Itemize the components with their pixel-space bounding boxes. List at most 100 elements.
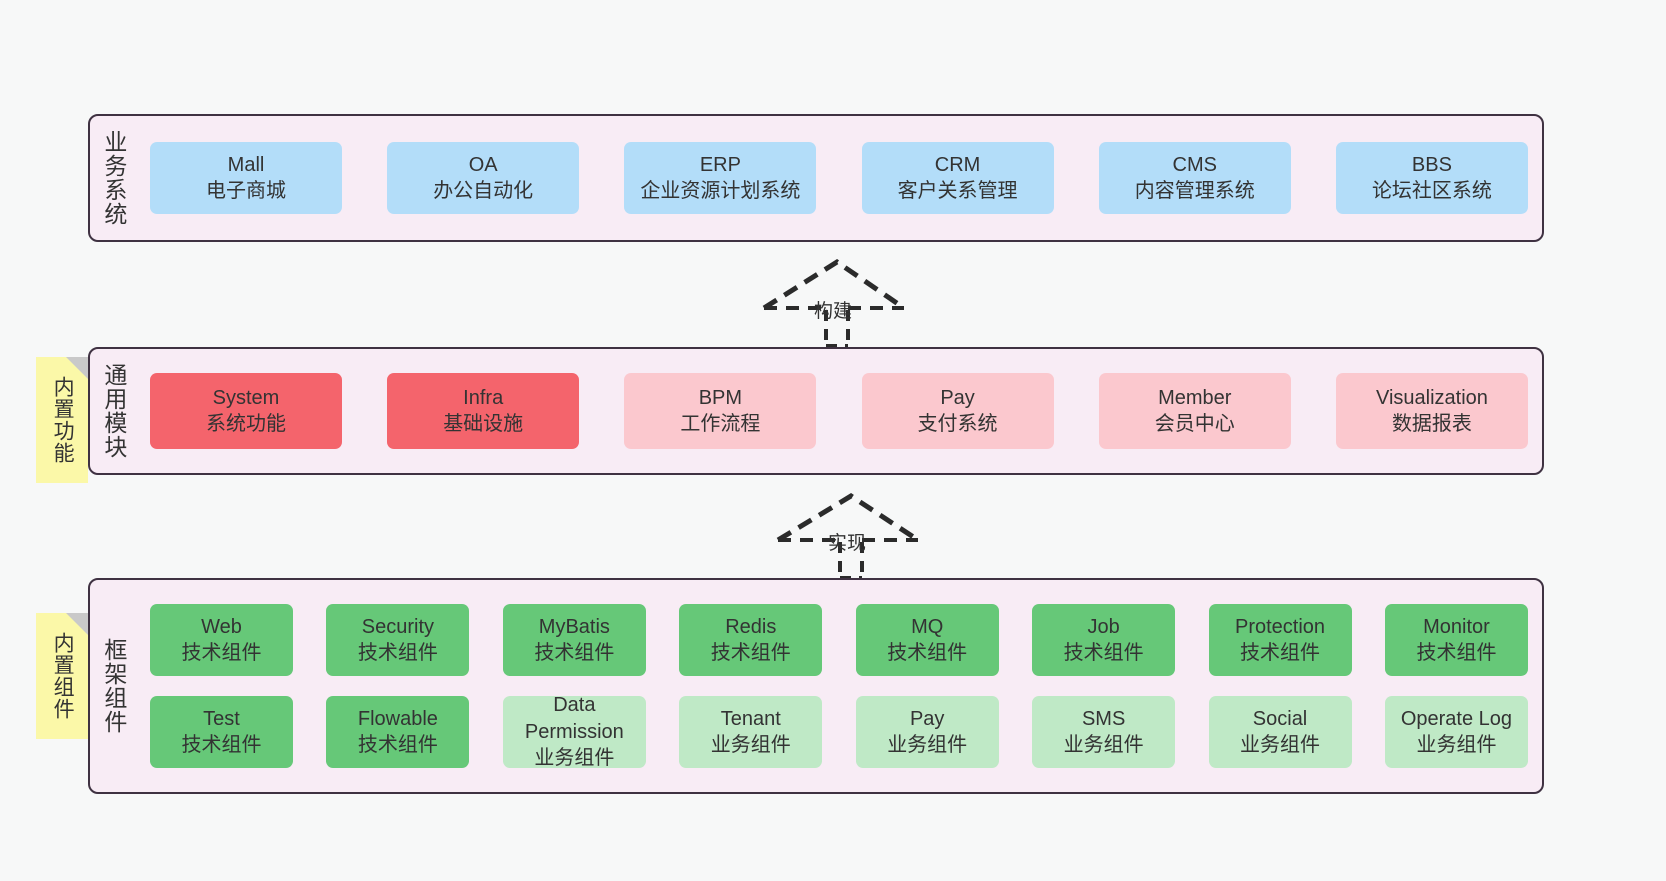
card-subtitle: 技术组件: [710, 642, 791, 664]
layer-framework-title: 框架组件: [100, 638, 127, 734]
card-subtitle: 业务组件: [1416, 734, 1497, 756]
layer-module-title: 通用模块: [100, 363, 127, 459]
card-title: Member: [1158, 386, 1232, 409]
connector-implement: 实现: [770, 492, 920, 580]
card-title: Visualization: [1375, 386, 1488, 409]
card-redis[interactable]: Redis 技术组件: [679, 604, 823, 676]
card-title: MQ: [911, 615, 944, 638]
card-web[interactable]: Web 技术组件: [150, 604, 293, 676]
card-subtitle: 工作流程: [680, 413, 761, 435]
card-social[interactable]: Social 业务组件: [1208, 696, 1352, 768]
card-bbs[interactable]: BBS 论坛社区系统: [1335, 142, 1528, 214]
card-subtitle: 论坛社区系统: [1371, 180, 1492, 202]
card-mybatis[interactable]: MyBatis 技术组件: [502, 604, 646, 676]
connector-build: 构建: [756, 258, 906, 348]
card-title: MyBatis: [538, 615, 610, 638]
card-title: Pay: [909, 707, 945, 730]
note-builtin-components: 内置组件: [36, 613, 88, 739]
card-title: Operate Log: [1400, 707, 1513, 730]
card-subtitle: 企业资源计划系统: [640, 180, 801, 202]
card-subtitle: 业务组件: [534, 747, 615, 770]
card-title: Test: [203, 707, 240, 730]
card-cms[interactable]: CMS 内容管理系统: [1098, 142, 1291, 214]
card-subtitle: 基础设施: [443, 413, 524, 435]
connector-implement-label: 实现: [828, 533, 867, 554]
card-title: BBS: [1411, 153, 1452, 176]
card-subtitle: 技术组件: [181, 734, 262, 756]
card-title: Pay: [940, 386, 975, 409]
card-title: Data Permission: [524, 694, 624, 743]
card-title: Monitor: [1423, 615, 1490, 638]
card-erp[interactable]: ERP 企业资源计划系统: [624, 142, 817, 214]
card-title: Redis: [725, 615, 777, 638]
card-subtitle: 数据报表: [1391, 413, 1472, 435]
card-bpm[interactable]: BPM 工作流程: [624, 373, 817, 449]
note-builtin-functions: 内置功能: [36, 357, 88, 483]
note-builtin-components-label: 内置组件: [51, 632, 75, 720]
card-subtitle: 电子商城: [206, 180, 286, 202]
card-title: Security: [361, 615, 435, 638]
card-subtitle: 技术组件: [534, 642, 615, 664]
card-subtitle: 业务组件: [887, 734, 968, 756]
card-subtitle: 会员中心: [1154, 413, 1235, 435]
card-title: CMS: [1172, 153, 1217, 176]
card-title: Tenant: [720, 707, 781, 730]
card-title: Mall: [227, 153, 265, 176]
card-title: ERP: [699, 153, 741, 176]
card-test[interactable]: Test 技术组件: [150, 696, 293, 768]
layer-business-title: 业务系统: [100, 130, 127, 226]
card-title: BPM: [698, 386, 743, 409]
card-title: Web: [201, 615, 242, 638]
card-title: System: [212, 386, 280, 409]
card-member[interactable]: Member 会员中心: [1098, 373, 1291, 449]
card-monitor[interactable]: Monitor 技术组件: [1384, 604, 1528, 676]
card-operate-log[interactable]: Operate Log 业务组件: [1384, 696, 1528, 768]
card-subtitle: 技术组件: [181, 642, 262, 664]
card-mall[interactable]: Mall 电子商城: [150, 142, 342, 214]
card-crm[interactable]: CRM 客户关系管理: [861, 142, 1054, 214]
card-subtitle: 办公自动化: [433, 180, 534, 202]
note-builtin-functions-label: 内置功能: [51, 376, 75, 464]
note-fold-corner: [66, 357, 88, 379]
card-pay[interactable]: Pay 支付系统: [861, 373, 1054, 449]
card-infra[interactable]: Infra 基础设施: [387, 373, 580, 449]
card-subtitle: 业务组件: [1240, 734, 1321, 756]
card-title: Infra: [463, 386, 504, 409]
card-subtitle: 技术组件: [1416, 642, 1497, 664]
card-title: Social: [1252, 707, 1308, 730]
connector-build-arrow: [762, 259, 906, 348]
card-pay[interactable]: Pay 业务组件: [855, 696, 999, 768]
card-subtitle: 技术组件: [1240, 642, 1321, 664]
card-subtitle: 客户关系管理: [897, 180, 1018, 202]
card-subtitle: 内容管理系统: [1134, 180, 1255, 202]
card-title: Flowable: [357, 707, 438, 730]
card-data-permission[interactable]: Data Permission 业务组件: [502, 694, 646, 770]
connector-build-label: 构建: [814, 301, 853, 322]
card-title: SMS: [1081, 707, 1126, 730]
card-visualization[interactable]: Visualization 数据报表: [1335, 373, 1528, 449]
note-fold-corner: [66, 613, 88, 635]
card-subtitle: 支付系统: [917, 413, 998, 435]
card-subtitle: 技术组件: [1063, 642, 1144, 664]
card-title: CRM: [934, 153, 981, 176]
